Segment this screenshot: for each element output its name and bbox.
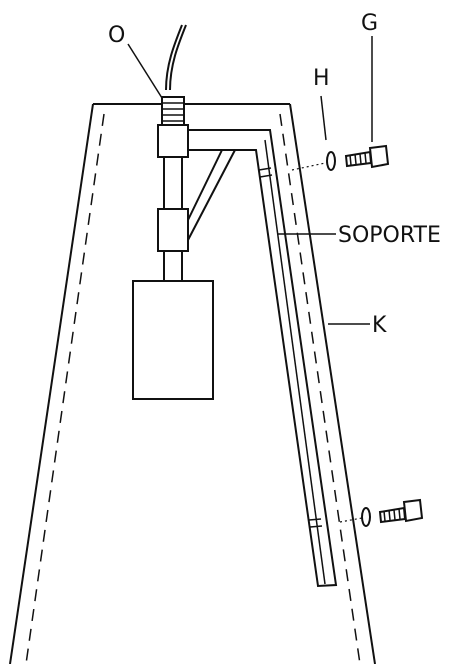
label-k: K <box>372 313 387 338</box>
lamp-socket <box>132 96 214 400</box>
leader-h <box>320 95 327 141</box>
label-soporte: SOPORTE <box>338 223 441 248</box>
lower-fastener <box>339 498 424 527</box>
label-g: G <box>361 11 378 36</box>
upper-fastener <box>291 144 390 171</box>
power-cable-inner <box>165 24 183 91</box>
leader-o <box>127 43 163 99</box>
bolt-head-g <box>368 144 390 169</box>
washer-h <box>326 151 336 171</box>
label-o: O <box>108 23 125 48</box>
lamp-housing <box>9 103 376 664</box>
power-cable <box>169 24 187 91</box>
label-h: H <box>313 66 330 91</box>
